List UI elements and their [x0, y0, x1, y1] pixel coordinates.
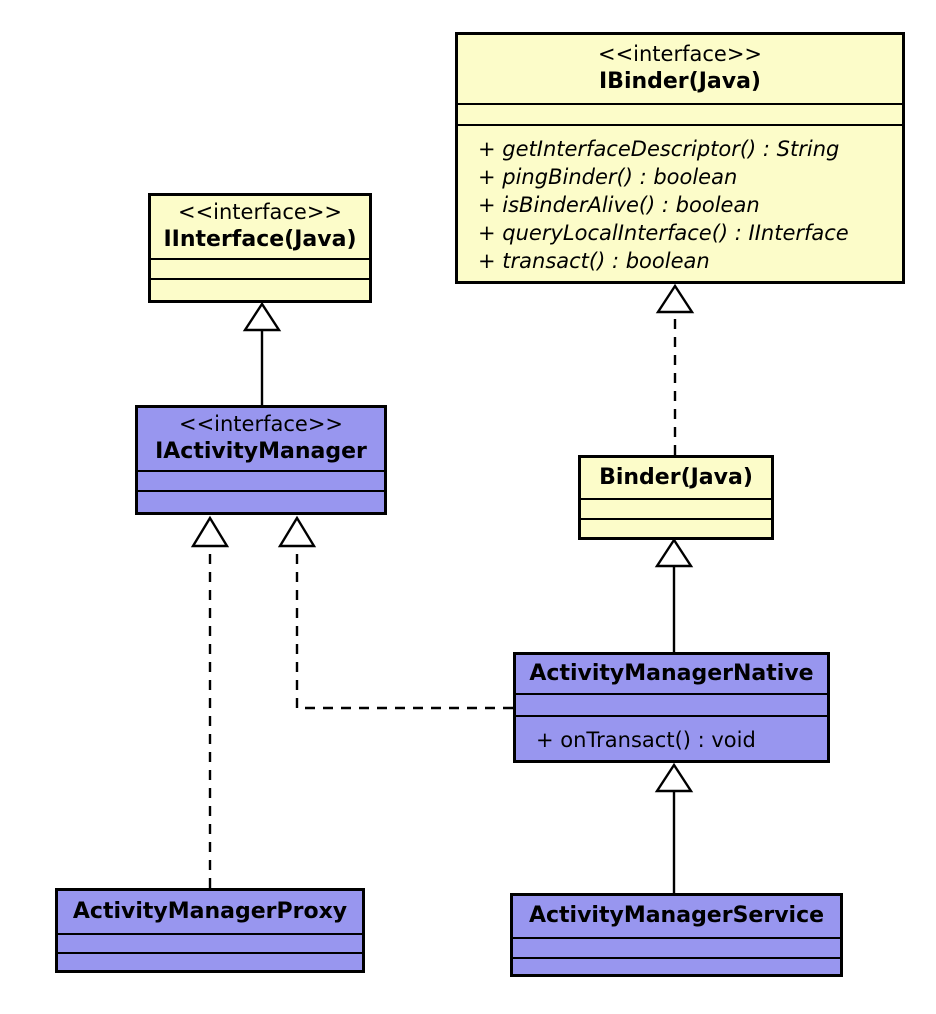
- stereotype-label: <<interface>>: [177, 200, 343, 225]
- attributes-compartment: [151, 258, 369, 278]
- attributes-compartment: [458, 103, 902, 124]
- generalization-arrowhead-icon: [654, 762, 694, 793]
- class-box-amnative: ActivityManagerNative + onTransact() : v…: [513, 652, 830, 763]
- class-box-binder: Binder(Java): [578, 455, 774, 540]
- class-name: ActivityManagerProxy: [72, 898, 348, 924]
- class-name: IInterface(Java): [163, 227, 357, 253]
- method-entry: + onTransact() : void: [536, 728, 756, 752]
- generalization-arrowhead-icon: [242, 301, 282, 332]
- methods-compartment: + onTransact() : void: [516, 715, 827, 760]
- class-title: Binder(Java): [581, 458, 771, 498]
- class-box-iinterface: <<interface>> IInterface(Java): [148, 193, 372, 303]
- class-name: IBinder(Java): [598, 69, 761, 95]
- class-box-amservice: ActivityManagerService: [510, 893, 843, 977]
- method-entry: + getInterfaceDescriptor() : String: [478, 137, 840, 161]
- attributes-compartment: [513, 937, 840, 957]
- method-entry: + transact() : boolean: [478, 249, 710, 273]
- methods-compartment: + getInterfaceDescriptor() : String + pi…: [458, 124, 902, 281]
- edge-amnative-to-iactivitymanager: [295, 546, 513, 710]
- class-box-ibinder: <<interface>> IBinder(Java) + getInterfa…: [455, 32, 905, 284]
- methods-compartment: [513, 957, 840, 974]
- methods-compartment: [151, 278, 369, 300]
- generalization-arrowhead-icon: [654, 537, 694, 568]
- attributes-compartment: [581, 498, 771, 518]
- attributes-compartment: [516, 693, 827, 715]
- methods-compartment: [581, 518, 771, 537]
- class-title: ActivityManagerService: [513, 896, 840, 937]
- class-box-amproxy: ActivityManagerProxy: [55, 888, 365, 973]
- class-name: ActivityManagerNative: [529, 660, 814, 686]
- class-title: <<interface>> IBinder(Java): [458, 35, 902, 103]
- attributes-compartment: [138, 470, 384, 490]
- class-title: ActivityManagerNative: [516, 655, 827, 693]
- attributes-compartment: [58, 933, 362, 952]
- methods-compartment: [138, 490, 384, 512]
- method-entry: + pingBinder() : boolean: [478, 165, 738, 189]
- class-title: ActivityManagerProxy: [58, 891, 362, 933]
- realization-arrowhead-icon: [190, 515, 230, 548]
- methods-compartment: [58, 952, 362, 970]
- class-name: ActivityManagerService: [528, 903, 825, 929]
- method-entry: + queryLocalInterface() : IInterface: [478, 221, 849, 245]
- realization-arrowhead-icon: [277, 515, 317, 548]
- stereotype-label: <<interface>>: [178, 412, 344, 437]
- stereotype-label: <<interface>>: [597, 42, 763, 67]
- class-name: IActivityManager: [155, 439, 367, 465]
- class-title: <<interface>> IInterface(Java): [151, 196, 369, 258]
- method-entry: + isBinderAlive() : boolean: [478, 193, 760, 217]
- class-name: Binder(Java): [599, 464, 753, 490]
- class-box-iactivitymanager: <<interface>> IActivityManager: [135, 405, 387, 515]
- class-title: <<interface>> IActivityManager: [138, 408, 384, 470]
- realization-arrowhead-icon: [655, 283, 695, 314]
